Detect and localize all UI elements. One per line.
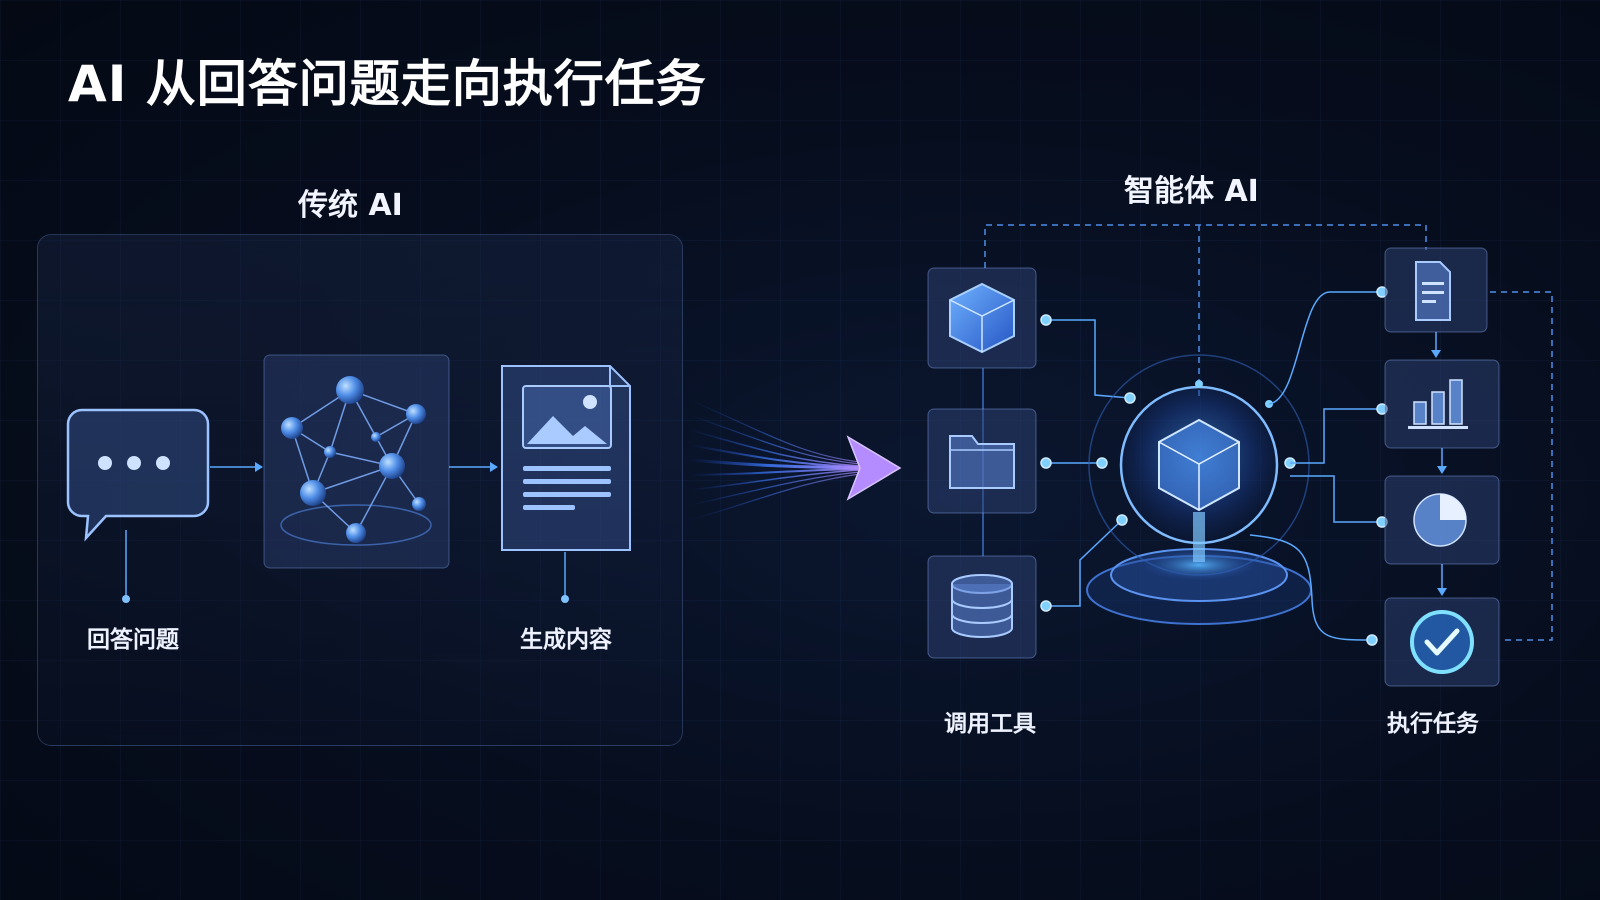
flow-arrow-1 <box>210 462 263 472</box>
chat-bubble-icon <box>66 408 210 542</box>
output-flow-arrows <box>1431 332 1447 596</box>
execute-label: 执行任务 <box>1387 711 1479 737</box>
page-title: AI 从回答问题走向执行任务 <box>68 55 707 113</box>
agentic-ai-title: 智能体 AI <box>1124 174 1259 209</box>
output-connectors <box>1249 291 1382 641</box>
tool-connectors <box>1046 319 1131 607</box>
neural-network-icon <box>280 376 432 546</box>
answer-dot <box>122 595 130 603</box>
database-icon <box>951 574 1013 638</box>
generate-label: 生成内容 <box>520 627 612 653</box>
network-card <box>263 354 450 569</box>
bar-chart-icon <box>1408 379 1468 429</box>
answer-label: 回答问题 <box>87 627 179 653</box>
document-icon <box>501 365 631 551</box>
feedback-loop <box>984 224 1553 641</box>
check-circle-icon <box>1410 610 1474 674</box>
tools-label: 调用工具 <box>944 711 1036 737</box>
pie-chart-icon <box>1413 493 1467 547</box>
output-connector-dots <box>1366 286 1388 646</box>
transition-arrow <box>689 399 902 521</box>
flow-arrow-2 <box>449 462 498 472</box>
traditional-ai-title: 传统 AI <box>298 188 403 223</box>
generate-dot <box>561 595 569 603</box>
tool-connector-dots <box>1040 314 1136 612</box>
document-small-icon <box>1415 261 1451 321</box>
cube-icon <box>949 282 1015 354</box>
agent-core-icon <box>1086 354 1312 625</box>
folder-icon <box>949 435 1015 489</box>
